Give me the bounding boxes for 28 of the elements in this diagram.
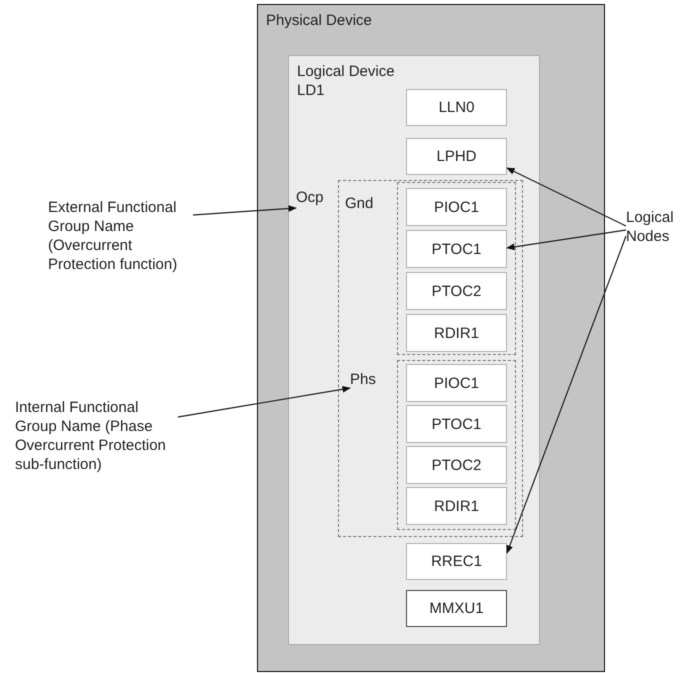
- group-name: Ocp: [296, 188, 324, 207]
- logical-device-panel: [288, 55, 540, 645]
- physical-device-panel: [257, 4, 605, 672]
- arrow: [506, 236, 627, 554]
- annotation-text: External Functional Group Name (Overcurrent Protection function): [48, 198, 193, 274]
- group-name: Phs: [350, 370, 376, 389]
- panel-heading: LD1: [297, 81, 326, 100]
- panel-heading: Logical Device: [297, 62, 395, 81]
- arrow: [506, 167, 626, 227]
- logical-node-box: RDIR1: [406, 487, 507, 525]
- logical-node-box: PTOC1: [406, 230, 507, 268]
- logical-node-box: LPHD: [406, 138, 507, 175]
- annotation-text: Internal Functional Group Name (Phase Overcurrent Protection sub-function): [15, 398, 178, 474]
- logical-node-box: RDIR1: [406, 314, 507, 352]
- arrow: [178, 386, 351, 418]
- group-name: Gnd: [345, 194, 374, 213]
- logical-node-box: PTOC1: [406, 405, 507, 443]
- logical-node-box: MMXU1: [406, 590, 507, 627]
- panel-heading: Physical Device: [266, 11, 372, 30]
- logical-node-box: RREC1: [406, 543, 507, 580]
- logical-node-box: PIOC1: [406, 188, 507, 226]
- annotation-text: Logical Nodes: [626, 208, 696, 246]
- arrow: [192, 205, 297, 216]
- logical-node-box: PTOC2: [406, 446, 507, 484]
- logical-node-box: PIOC1: [406, 364, 507, 402]
- logical-node-box: LLN0: [406, 89, 507, 126]
- arrow: [506, 229, 626, 250]
- logical-node-box: PTOC2: [406, 272, 507, 310]
